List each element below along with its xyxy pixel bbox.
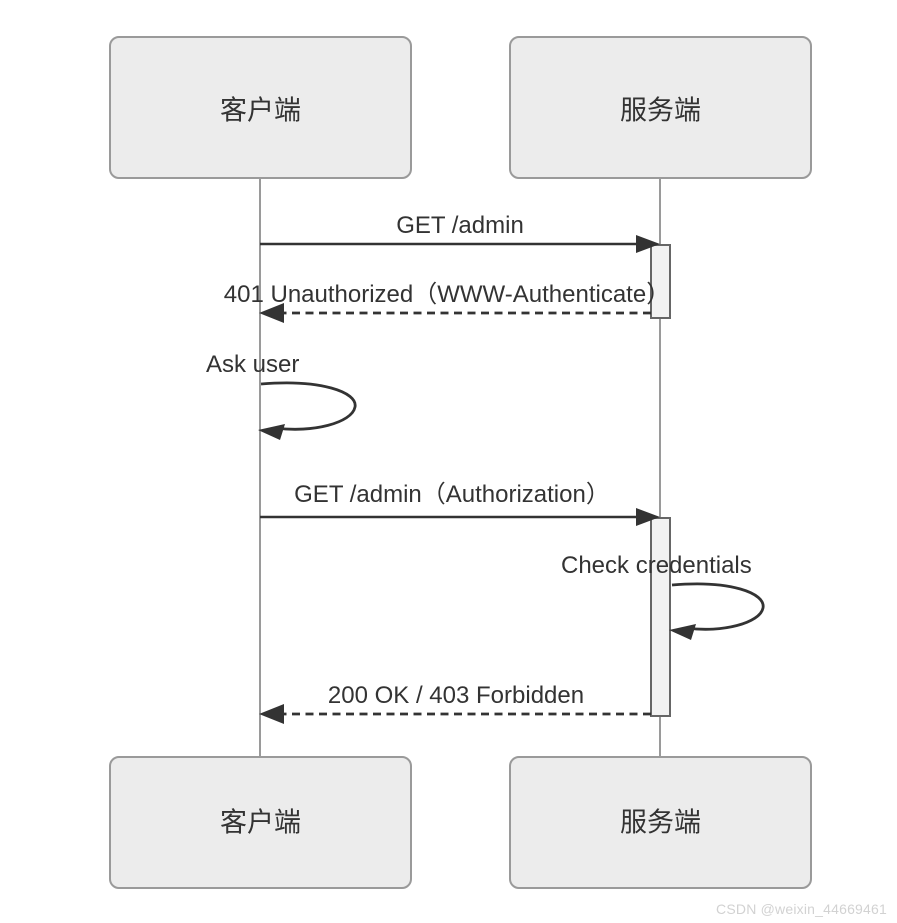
arrow-head-get-admin: [636, 235, 660, 253]
participant-label-server-bottom: 服务端: [620, 808, 701, 839]
arrow-head-check-credentials: [669, 624, 696, 640]
participant-header-server[interactable]: 服务端: [509, 36, 812, 179]
participant-box-client-bottom[interactable]: [109, 756, 412, 889]
message-label-200-ok-403-forbidden: 200 OK / 403 Forbidden: [328, 682, 584, 709]
message-get-admin-authorization: GET /admin（Authorization）: [260, 481, 660, 526]
message-check-credentials: Check credentials: [561, 552, 765, 640]
arrow-head-401-unauthorized: [259, 303, 284, 323]
message-200-ok-403-forbidden: 200 OK / 403 Forbidden: [259, 682, 651, 724]
message-get-admin: GET /admin: [260, 212, 660, 253]
participant-box-server-top[interactable]: [509, 36, 812, 179]
self-loop-path-check-credentials: [671, 582, 765, 631]
message-ask-user: Ask user: [206, 351, 357, 440]
message-label-get-admin: GET /admin: [396, 212, 524, 239]
participant-label-client-top: 客户端: [220, 96, 301, 127]
message-401-unauthorized: 401 Unauthorized（WWW-Authenticate）: [224, 281, 670, 323]
activation-bar-server-2: [650, 517, 671, 717]
message-label-get-admin-authorization: GET /admin（Authorization）: [294, 481, 610, 508]
self-loop-path-ask-user: [260, 381, 357, 431]
participant-header-client[interactable]: 客户端: [109, 36, 412, 179]
message-label-401-unauthorized: 401 Unauthorized（WWW-Authenticate）: [224, 281, 670, 308]
message-label-ask-user: Ask user: [206, 351, 299, 378]
participant-label-client-bottom: 客户端: [220, 808, 301, 839]
participant-footer-client[interactable]: 客户端: [109, 756, 412, 889]
arrow-head-get-admin-authorization: [636, 508, 660, 526]
activation-bar-server-1: [650, 244, 671, 319]
participant-box-server-bottom[interactable]: [509, 756, 812, 889]
participant-box-client-top[interactable]: [109, 36, 412, 179]
watermark-text: CSDN @weixin_44669461: [716, 901, 887, 917]
participant-footer-server[interactable]: 服务端: [509, 756, 812, 889]
message-label-check-credentials: Check credentials: [561, 552, 752, 579]
participant-label-server-top: 服务端: [620, 96, 701, 127]
arrow-head-ask-user: [258, 424, 285, 440]
arrow-head-200-ok-403-forbidden: [259, 704, 284, 724]
